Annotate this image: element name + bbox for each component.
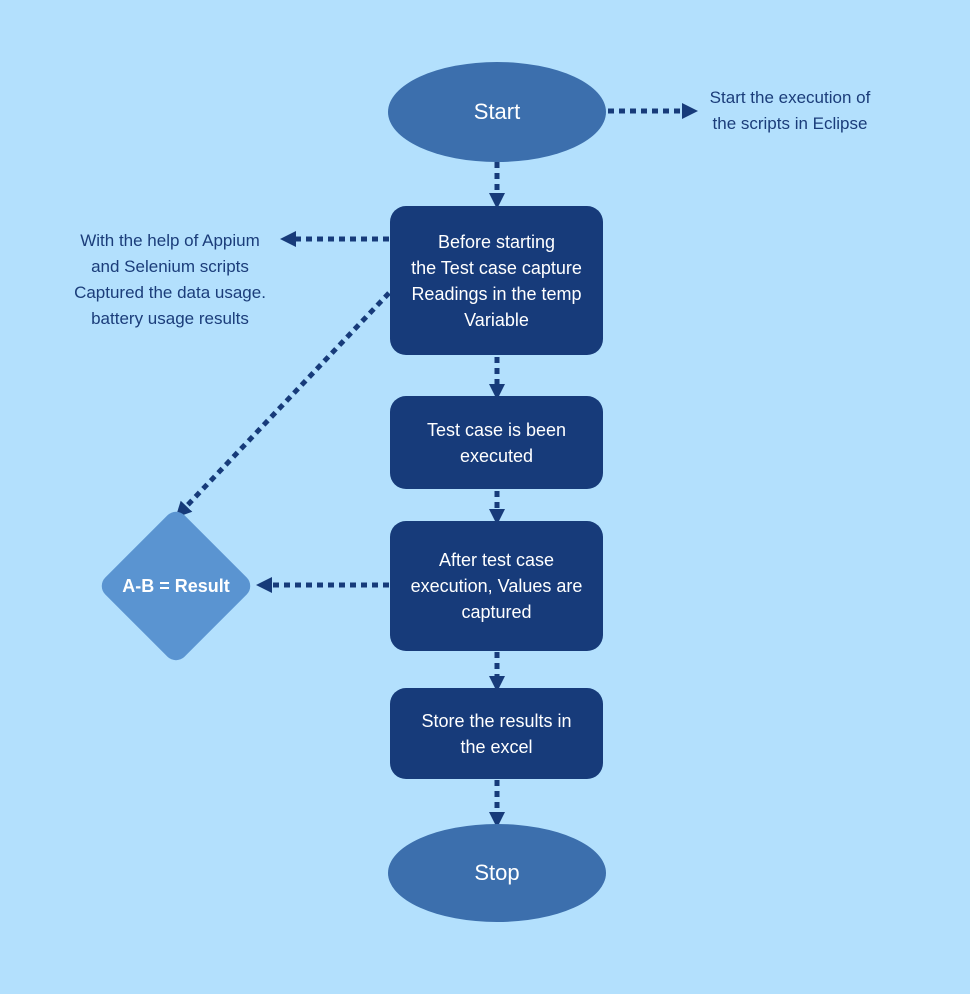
appium-note: With the help of Appium and Selenium scr…	[55, 228, 285, 332]
stop-label: Stop	[474, 860, 520, 885]
before-capture-box: Before starting the Test case capture Re…	[390, 206, 603, 355]
before-capture-label: Before starting the Test case capture Re…	[411, 231, 582, 330]
start-label: Start	[473, 99, 521, 124]
after-capture-box: After test case execution, Values are ca…	[390, 521, 603, 651]
stop-node: Stop	[388, 824, 606, 922]
start-node: Start	[388, 62, 606, 162]
store-box: Store the results in the excel	[390, 688, 603, 779]
executed-label: Test case is been executed	[426, 419, 567, 466]
executed-box: Test case is been executed	[390, 396, 603, 489]
result-label: A-B = Result	[122, 575, 230, 596]
eclipse-note: Start the execution of the scripts in Ec…	[690, 85, 890, 137]
after-capture-label: After test case execution, Values are ca…	[410, 550, 583, 622]
store-label: Store the results in the excel	[421, 710, 572, 757]
result-diamond: A-B = Result	[96, 506, 256, 666]
eclipse-note-text: Start the execution of the scripts in Ec…	[709, 88, 871, 133]
appium-note-text: With the help of Appium and Selenium scr…	[74, 231, 266, 328]
